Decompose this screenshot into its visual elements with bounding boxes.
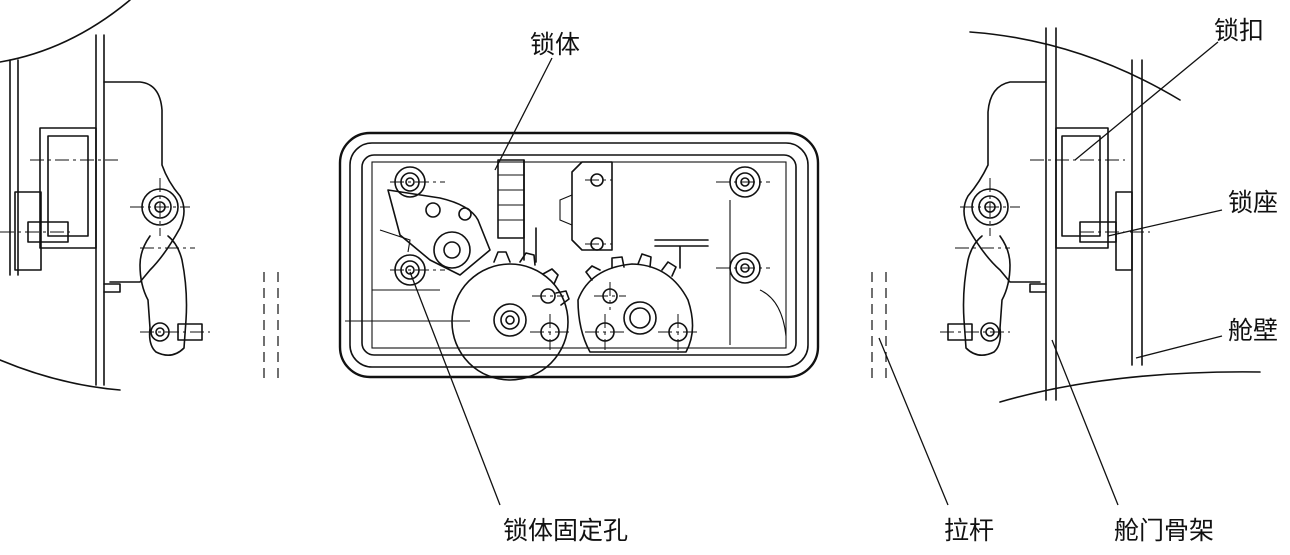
left-upper-arc [0,0,131,63]
slider-notch [559,194,573,226]
label-cabin-wall: 舱壁 [1228,316,1279,345]
leader-lock-seat [1107,209,1223,237]
slider-block [571,161,613,251]
cam-plate [387,189,491,276]
pivot-c [658,314,698,350]
label-latch: 锁扣 [1214,16,1265,45]
leader-door-frame [1051,339,1119,506]
label-lock-body: 锁体 [530,30,581,59]
mounting-hole-mid-right [716,252,770,284]
leader-pull-rod [878,337,949,506]
right-upper-arc [969,31,1181,101]
gear-right [577,253,694,353]
label-door-frame: 舱门骨架 [1114,516,1215,545]
left-lever-arm [139,235,188,356]
rack-bar [497,159,525,239]
t-bracket [654,239,709,269]
cam-hole-1 [425,202,441,218]
label-pull-rod: 拉杆 [944,516,995,545]
pivot-b [585,314,625,350]
mounting-hole-mid-left [390,254,445,286]
right-latch-inner [1061,135,1101,237]
pivot-d [594,282,626,310]
cam-pivot-outer [433,231,471,269]
right-hinge-view [940,27,1261,403]
left-hinge-view [0,0,210,391]
left-lever-pin-inner [155,327,165,337]
right-bracket [1029,283,1047,293]
label-lock-seat: 锁座 [1228,188,1279,217]
leader-cabin-wall [1135,335,1223,359]
lock-body-cavity [371,161,787,349]
left-lower-arc [0,359,121,391]
left-hinge-housing [103,81,185,283]
leader-lock-fixing-hole [409,271,501,506]
right-hinge-housing [963,81,1047,283]
pivot-a [530,314,570,350]
leader-latch [1074,41,1219,161]
mounting-hole-top-right [716,166,770,198]
cam-spring [379,229,411,253]
leader-lock-body [494,57,553,171]
left-latch-block [39,127,97,249]
lock-body-inner [361,154,797,356]
leader-lines [409,41,1223,506]
gear-left [451,251,570,381]
left-latch-plate [14,191,42,271]
lock-body-outer [338,131,820,379]
label-lock-fixing-hole: 锁体固定孔 [503,516,629,545]
cam-hole-2 [458,207,472,221]
rack-teeth [498,174,524,221]
lock-body-rim [349,142,809,368]
cam-pivot-inner [443,241,461,259]
left-latch-inner [47,135,89,237]
left-pull-rod [263,272,279,382]
lock-corner-curve [759,289,787,337]
mounting-hole-top-left [390,166,445,198]
right-latch-block [1055,127,1109,249]
right-lower-arc [999,371,1261,403]
pivot-e [532,288,564,304]
left-bracket [103,283,121,293]
right-lever-arm [962,235,1011,356]
lock-body-view [338,131,820,381]
right-pull-rod [871,272,887,382]
